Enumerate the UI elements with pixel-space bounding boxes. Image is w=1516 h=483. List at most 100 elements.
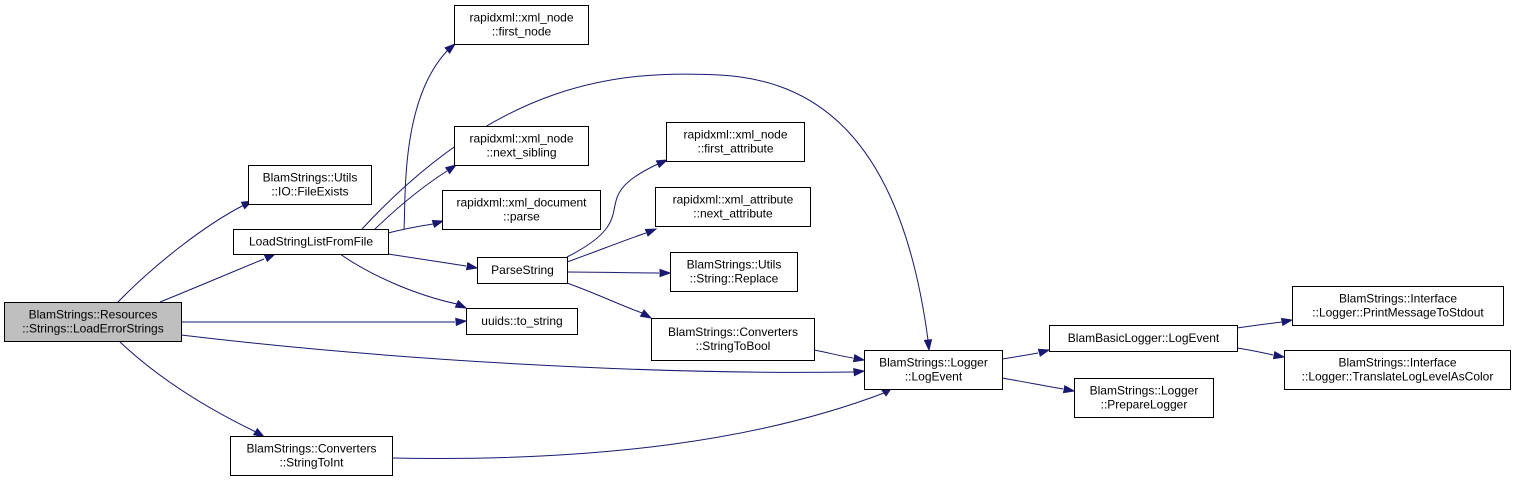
node-box	[651, 318, 815, 361]
node-string_to_int[interactable]: BlamStrings::Converters::StringToInt	[230, 436, 393, 476]
node-next_sibling[interactable]: rapidxml::xml_node::next_sibling	[454, 126, 589, 166]
node-label: BlamStrings::Resources	[29, 308, 158, 322]
node-parse_string[interactable]: ParseString	[477, 257, 568, 284]
node-label: BlamStrings::Utils	[263, 171, 358, 185]
arrowhead-logger_log_event	[923, 339, 933, 352]
node-label: rapidxml::xml_attribute	[673, 193, 794, 207]
node-load_error_strings[interactable]: BlamStrings::Resources::Strings::LoadErr…	[4, 302, 182, 342]
node-next_attribute[interactable]: rapidxml::xml_attribute::next_attribute	[655, 187, 811, 227]
arrowhead-string_to_bool	[639, 309, 653, 319]
node-label: ::parse	[503, 210, 540, 224]
node-label: ::StringToBool	[696, 339, 771, 353]
arrowhead-parse_string	[465, 261, 479, 271]
node-box	[670, 252, 798, 292]
node-first_attribute[interactable]: rapidxml::xml_node::first_attribute	[666, 122, 805, 162]
node-label: ::first_node	[492, 25, 552, 39]
arrowhead-next_sibling	[444, 164, 458, 175]
arrowhead-first_attribute	[655, 159, 669, 169]
node-label: BlamStrings::Interface	[1338, 356, 1456, 370]
edge-string_to_int-to-logger_log_event	[391, 392, 885, 459]
edge-load_string_list-to-uuids_to_string	[339, 253, 458, 305]
node-doc_parse[interactable]: rapidxml::xml_document::parse	[442, 190, 601, 230]
node-prepare_logger[interactable]: BlamStrings::Logger::PrepareLogger	[1074, 378, 1214, 418]
node-first_node[interactable]: rapidxml::xml_node::first_node	[454, 5, 589, 45]
edge-logger_log_event-to-basic_logger_log_event	[1001, 352, 1039, 360]
node-box	[655, 187, 811, 227]
arrowhead-load_string_list	[263, 253, 277, 263]
node-box	[666, 122, 805, 162]
arrowhead-string_replace	[659, 268, 672, 278]
edge-load_error_strings-to-string_to_int	[119, 341, 257, 433]
node-translate_color[interactable]: BlamStrings::Interface::Logger::Translat…	[1284, 350, 1511, 390]
edge-basic_logger_log_event-to-translate_color	[1236, 347, 1274, 356]
node-label: ::Logger::TranslateLogLevelAsColor	[1302, 370, 1494, 384]
node-label: rapidxml::xml_node	[469, 132, 573, 146]
edge-parse_string-to-first_attribute	[566, 163, 659, 258]
node-label: BlamStrings::Logger	[879, 356, 988, 370]
node-box	[477, 257, 568, 284]
node-label: BlamStrings::Interface	[1339, 292, 1457, 306]
node-box	[1049, 325, 1238, 352]
node-label: rapidxml::xml_node	[469, 11, 573, 25]
node-uuids_to_string[interactable]: uuids::to_string	[466, 308, 578, 335]
edge-basic_logger_log_event-to-print_to_stdout	[1236, 321, 1283, 329]
edge-load_error_strings-to-logger_log_event	[180, 334, 856, 373]
node-label: BlamStrings::Converters	[668, 325, 798, 339]
edge-load_string_list-to-next_sibling	[374, 170, 448, 230]
node-box	[1074, 378, 1214, 418]
node-box	[1292, 286, 1504, 326]
arrowhead-basic_logger_log_event	[1037, 348, 1051, 357]
arrowhead-translate_color	[1272, 350, 1286, 360]
node-label: uuids::to_string	[481, 314, 562, 328]
node-label: ::next_attribute	[693, 207, 773, 221]
node-label: ::StringToInt	[279, 456, 344, 470]
node-label: ::String::Replace	[690, 272, 779, 286]
arrowhead-logger_log_event	[853, 367, 866, 377]
arrowhead-logger_log_event	[852, 353, 866, 363]
node-box	[442, 190, 601, 230]
edge-parse_string-to-string_to_bool	[566, 282, 643, 314]
arrowhead-prepare_logger	[1062, 384, 1076, 394]
nodes-layer: BlamStrings::Resources::Strings::LoadErr…	[4, 5, 1511, 476]
arrowhead-print_to_stdout	[1280, 317, 1294, 327]
node-load_string_list[interactable]: LoadStringListFromFile	[233, 229, 389, 255]
edge-load_string_list-to-first_node	[403, 49, 449, 230]
edge-parse_string-to-next_attribute	[566, 232, 647, 263]
edge-string_to_bool-to-logger_log_event	[813, 349, 854, 359]
node-label: BlamBasicLogger::LogEvent	[1068, 331, 1220, 345]
node-box	[454, 5, 589, 45]
node-basic_logger_log_event[interactable]: BlamBasicLogger::LogEvent	[1049, 325, 1238, 352]
node-label: ::Strings::LoadErrorStrings	[22, 322, 163, 336]
edge-load_error_strings-to-file_exists	[117, 204, 245, 303]
edge-load_string_list-to-parse_string	[387, 253, 467, 267]
arrowhead-first_node	[444, 43, 457, 55]
node-label: BlamStrings::Utils	[687, 258, 782, 272]
edge-parse_string-to-string_replace	[566, 271, 660, 274]
node-label: ::next_sibling	[486, 146, 556, 160]
node-label: ::IO::FileExists	[271, 185, 348, 199]
node-label: BlamStrings::Converters	[246, 442, 376, 456]
arrowhead-next_attribute	[644, 228, 658, 237]
node-print_to_stdout[interactable]: BlamStrings::Interface::Logger::PrintMes…	[1292, 286, 1504, 326]
node-label: ::LogEvent	[905, 370, 963, 384]
node-label: ::PrepareLogger	[1101, 398, 1188, 412]
edge-load_string_list-to-logger_log_event	[361, 73, 929, 341]
arrowhead-doc_parse	[431, 219, 445, 229]
node-string_replace[interactable]: BlamStrings::Utils::String::Replace	[670, 252, 798, 292]
arrowhead-string_to_int	[252, 427, 266, 438]
node-box	[466, 308, 578, 335]
node-box	[230, 436, 393, 476]
node-string_to_bool[interactable]: BlamStrings::Converters::StringToBool	[651, 318, 815, 361]
node-box	[1284, 350, 1511, 390]
edges-layer	[117, 43, 1294, 459]
edge-logger_log_event-to-prepare_logger	[1001, 377, 1064, 390]
node-label: ParseString	[491, 263, 554, 277]
node-box	[454, 126, 589, 166]
node-logger_log_event[interactable]: BlamStrings::Logger::LogEvent	[864, 350, 1003, 390]
edge-load_string_list-to-doc_parse	[387, 223, 434, 234]
arrowhead-uuids_to_string	[454, 299, 468, 309]
node-file_exists[interactable]: BlamStrings::Utils::IO::FileExists	[248, 165, 372, 205]
node-label: LoadStringListFromFile	[249, 235, 373, 249]
node-box	[233, 229, 389, 255]
